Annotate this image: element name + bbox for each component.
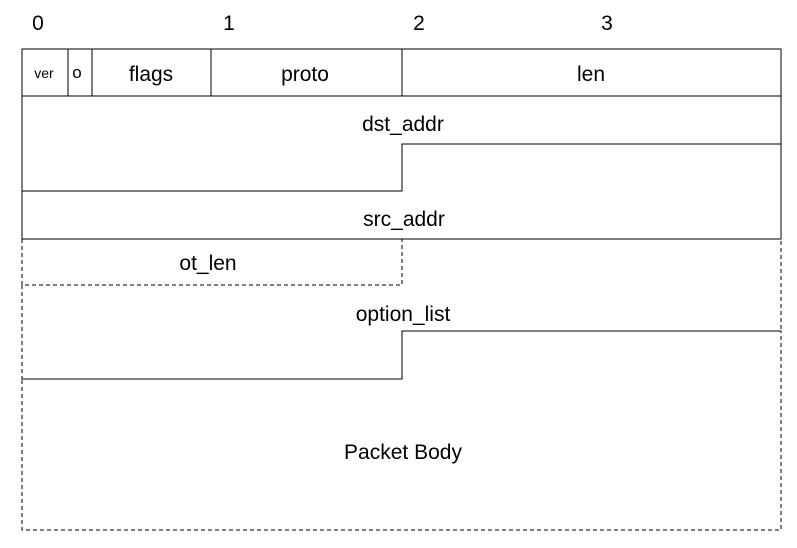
dst-addr-field	[21, 96, 782, 192]
option-list-field	[21, 239, 782, 380]
bit-marker-2: 2	[413, 12, 425, 35]
packet-body-region	[21, 330, 782, 531]
field-proto-label: proto	[281, 63, 329, 86]
ot-len-field	[21, 239, 403, 286]
field-ot-len-label: ot_len	[179, 252, 236, 275]
field-option-list-label: option_list	[356, 303, 451, 326]
field-o-label: o	[72, 63, 81, 82]
bit-marker-0: 0	[32, 12, 44, 35]
bit-marker-3: 3	[601, 12, 613, 35]
field-src-addr-label: src_addr	[363, 208, 445, 231]
field-dst-addr-label: dst_addr	[362, 113, 444, 136]
field-flags-label: flags	[129, 63, 173, 86]
packet-body-label: Packet Body	[344, 441, 462, 464]
bit-marker-1: 1	[223, 12, 235, 35]
field-len-label: len	[577, 63, 605, 86]
field-ver-label: ver	[34, 65, 54, 81]
